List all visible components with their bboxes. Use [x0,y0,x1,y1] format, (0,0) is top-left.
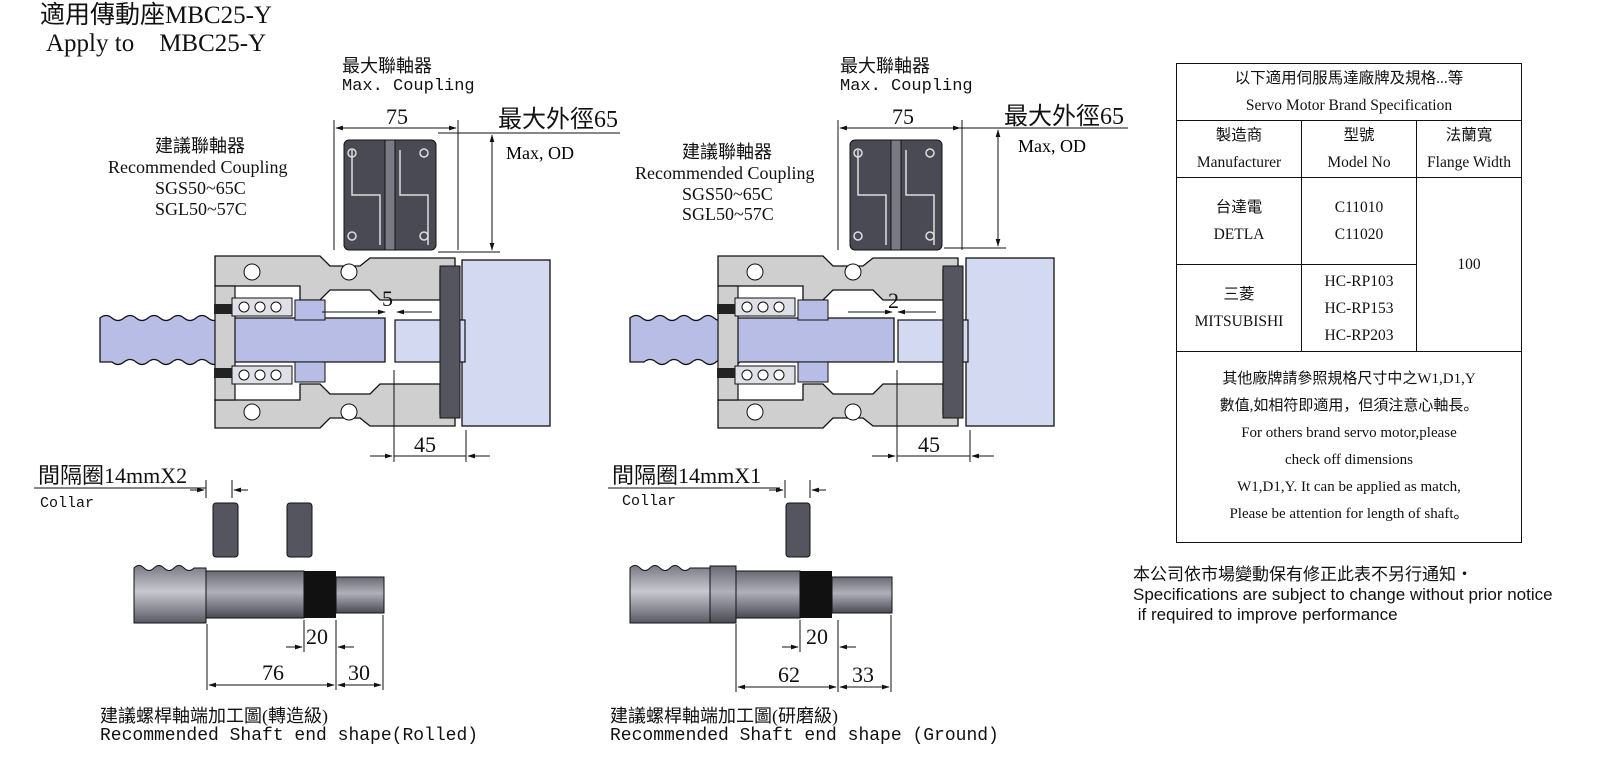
right-dim-33: 33 [852,662,874,687]
left-dim-30: 30 [348,660,370,685]
right-collar-cn: 間隔圈14mmX1 [612,463,762,488]
model-no: HC-RP103 [1324,272,1394,290]
model-no: HC-RP203 [1324,326,1394,344]
left-max-coupling-en: Max. Coupling [342,77,475,96]
right-dim-20: 20 [806,624,828,649]
page-title-cn: 適用傳動座MBC25-Y [40,2,272,29]
right-assembly: 75 最大外徑65 Max, OD 2 45 20 62 [608,103,1128,692]
table-header-row: 以下適用伺服馬達廠牌及規格...等 Servo Motor Brand Spec… [1176,63,1522,121]
right-shaft-cn: 建議螺桿軸端加工圖(研磨級) [610,706,838,726]
change-notice: 本公司依市場變動保有修正此表不另行通知・ Specifications are … [1133,565,1553,625]
right-dim-45: 45 [918,432,940,457]
left-dim-gap: 5 [382,286,393,311]
col-model-en: Model No [1327,154,1391,171]
table-column-headers: 製造商 Manufacturer 型號 Model No 法蘭寬 Flange … [1176,120,1522,178]
table-row: 三菱 MITSUBISHI HC-RP103 HC-RP153 HC-RP203 [1176,264,1522,352]
footer-line: check off dimensions [1284,452,1414,468]
footer-line: 數值,如相符即適用，但須注意心軸長。 [1219,398,1479,414]
flange-width-value: 100 [1457,256,1481,273]
col-manufacturer-en: Manufacturer [1196,154,1282,171]
footer-line: For others brand servo motor,please [1241,425,1457,441]
table-footer-row: 其他廠牌請參照規格尺寸中之W1,D1,Y 數值,如相符即適用，但須注意心軸長。 … [1176,351,1522,543]
left-rec-coupling-cn: 建議聯軸器 [155,136,245,156]
left-collar-en: Collar [40,495,95,512]
col-flange-en: Flange Width [1427,154,1511,171]
page-title-en: Apply to MBC25-Y [46,30,267,57]
footer-line: W1,D1,Y. It can be applied as match, [1237,479,1461,495]
right-max-od-en: Max, OD [1018,136,1086,156]
right-dim-62: 62 [778,662,800,687]
servo-spec-table: 以下適用伺服馬達廠牌及規格...等 Servo Motor Brand Spec… [1176,63,1522,543]
notice-en-2: if required to improve performance [1133,605,1398,624]
table-title-cn: 以下適用伺服馬達廠牌及規格...等 [1234,70,1464,87]
left-rec-model-2: SGL50~57C [155,199,247,219]
footer-line: Please be attention for length of shaft。 [1229,506,1469,522]
model-no: C11020 [1334,226,1384,243]
col-manufacturer-cn: 製造商 [1215,127,1263,144]
right-rec-model-2: SGL50~57C [682,204,774,224]
right-dim-gap: 2 [888,288,899,313]
right-max-od-cn: 最大外徑65 [1004,103,1124,130]
model-no: C11010 [1334,199,1384,216]
left-shaft-cn: 建議螺桿軸端加工圖(轉造級) [100,706,328,726]
right-shaft-en: Recommended Shaft end shape (Ground) [610,726,999,746]
left-dim-76: 76 [262,660,284,685]
right-collar-en: Collar [622,493,677,510]
left-collar-cn: 間隔圈14mmX2 [38,463,188,488]
left-max-od-cn: 最大外徑65 [498,106,618,133]
left-rec-coupling-en: Recommended Coupling [108,157,288,177]
right-dim-coupling-width: 75 [892,104,914,129]
maker-en: MITSUBISHI [1194,313,1284,330]
left-shaft-en: Recommended Shaft end shape(Rolled) [100,726,479,746]
left-dim-45: 45 [414,432,436,457]
maker-cn: 三菱 [1223,286,1255,303]
right-max-coupling-cn: 最大聯軸器 [840,56,930,76]
model-no: HC-RP153 [1324,299,1394,317]
left-max-coupling-cn: 最大聯軸器 [342,56,432,76]
maker-cn: 台達電 [1215,199,1263,216]
right-rec-coupling-en: Recommended Coupling [635,163,815,183]
notice-en-1: Specifications are subject to change wit… [1133,585,1553,604]
notice-cn: 本公司依市場變動保有修正此表不另行通知・ [1133,565,1473,584]
left-dim-coupling-width: 75 [386,104,408,129]
left-dim-20: 20 [306,624,328,649]
right-rec-model-1: SGS50~65C [682,184,773,204]
left-max-od-en: Max, OD [506,143,574,163]
table-title-en: Servo Motor Brand Specification [1245,97,1453,114]
left-assembly: 75 最大外徑65 Max, OD 5 45 [34,104,620,690]
right-max-coupling-en: Max. Coupling [840,77,973,96]
left-rec-model-1: SGS50~65C [155,178,246,198]
maker-en: DETLA [1213,226,1265,243]
col-model-cn: 型號 [1343,127,1375,144]
footer-line: 其他廠牌請參照規格尺寸中之W1,D1,Y [1222,371,1476,387]
right-rec-coupling-cn: 建議聯軸器 [682,142,772,162]
table-row: 台達電 DETLA C11010 C11020 100 [1176,177,1522,352]
col-flange-cn: 法蘭寬 [1445,127,1493,144]
